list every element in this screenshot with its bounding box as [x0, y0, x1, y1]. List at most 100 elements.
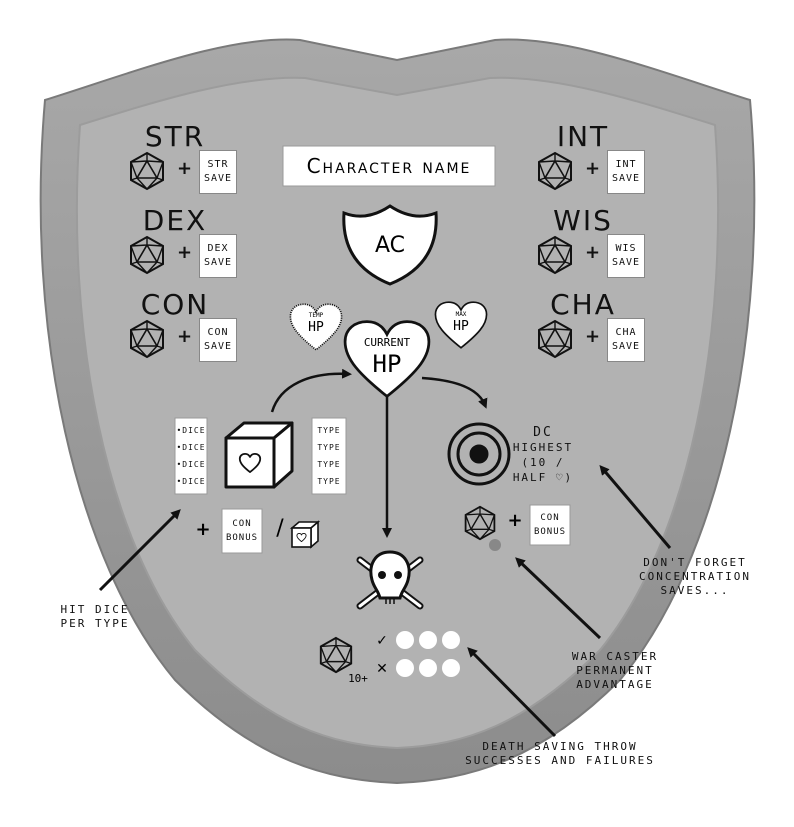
hit-dice-con-bonus: CON BONUS	[223, 510, 261, 552]
concentration-con-bonus: CON BONUS	[531, 506, 569, 544]
hit-dice-entry: •DICE	[176, 426, 206, 435]
stat-plus: +	[177, 326, 193, 347]
dc-line1: DC	[533, 425, 553, 440]
character-name: Character name	[307, 154, 472, 178]
concentration-plus: +	[507, 510, 522, 531]
d20-icon	[130, 236, 164, 274]
d20-icon	[538, 320, 572, 358]
save-label-line2: SAVE	[203, 341, 233, 352]
note-line: PER TYPE	[60, 617, 130, 630]
character-name-box[interactable]	[282, 145, 496, 187]
note-line: HIT DICE	[60, 603, 130, 616]
save-box[interactable]: DEX SAVE	[199, 234, 237, 278]
ac-label: AC	[375, 233, 405, 258]
save-box[interactable]: WIS SAVE	[607, 234, 645, 278]
stat-plus: +	[177, 242, 193, 263]
small-cube-icon	[289, 520, 321, 549]
hit-dice-types: TYPE TYPE TYPE TYPE	[313, 419, 345, 493]
save-box[interactable]: INT SAVE	[607, 150, 645, 194]
stat-plus: +	[585, 242, 601, 263]
hit-dice-con-bonus-line1: CON	[232, 519, 252, 529]
death-save-failures	[396, 659, 460, 677]
hit-dice-slash: /	[276, 516, 284, 541]
war-caster-note-arrow	[515, 557, 602, 640]
save-label-line1: CHA	[615, 327, 637, 338]
save-label-line1: WIS	[615, 243, 637, 254]
success-slot-2[interactable]	[419, 631, 437, 649]
note-line: DEATH SAVING THROW	[482, 740, 638, 753]
failure-slot-3[interactable]	[442, 659, 460, 677]
d20-icon	[130, 320, 164, 358]
arrow-to-dc	[421, 376, 488, 409]
hit-dice-entry: •DICE	[176, 443, 206, 452]
hit-dice-type-entry: TYPE	[317, 426, 341, 435]
dc-line4: HALF ♡)	[512, 471, 574, 484]
note-line: SUCCESSES AND FAILURES	[465, 754, 655, 767]
ac-shield-icon	[342, 204, 438, 286]
temp-hp-top: TEMP	[309, 312, 324, 319]
success-slot-3[interactable]	[442, 631, 460, 649]
dc-text: DC HIGHEST (10 / HALF ♡)	[508, 425, 578, 485]
hit-dice-list-box[interactable]	[174, 417, 208, 495]
death-note-arrow	[467, 647, 557, 738]
save-label-line2: SAVE	[611, 173, 641, 184]
hit-dice-entry: •DICE	[176, 460, 206, 469]
hit-dice-type-entry: TYPE	[317, 460, 341, 469]
save-label-line1: INT	[615, 159, 637, 170]
hit-dice-type-entry: TYPE	[317, 477, 341, 486]
hit-dice-type-box[interactable]	[311, 417, 347, 495]
hit-dice-con-bonus-line2: BONUS	[225, 533, 259, 543]
hit-dice-note-arrow	[98, 509, 181, 592]
max-hp-top: MAX	[456, 311, 467, 318]
failure-slot-2[interactable]	[419, 659, 437, 677]
save-label-line2: SAVE	[203, 257, 233, 268]
stat-label-2: CHA	[550, 288, 616, 321]
note-line: PERMANENT	[576, 664, 654, 677]
arrow-to-current-hp	[270, 368, 352, 413]
hit-dice-con-bonus-box[interactable]	[221, 508, 263, 554]
dc-target-icon	[447, 422, 511, 486]
failure-slot-1[interactable]	[396, 659, 414, 677]
concentration-con-bonus-line1: CON	[540, 513, 560, 523]
stat-plus: +	[585, 326, 601, 347]
death-save-d20-label: 10+	[348, 672, 368, 685]
current-hp-bottom: HP	[373, 350, 402, 378]
dc-line3: (10 /	[521, 456, 565, 469]
d20-icon	[130, 152, 164, 190]
note-line: ADVANTAGE	[576, 678, 654, 691]
note-line: SAVES...	[660, 584, 730, 597]
concentration-con-bonus-box[interactable]	[529, 504, 571, 546]
temp-hp-bottom: HP	[308, 320, 324, 335]
hit-dice-list: •DICE•DICE•DICE•DICE	[176, 419, 206, 493]
stat-plus: +	[585, 158, 601, 179]
save-label-line1: DEX	[207, 243, 229, 254]
stat-plus: +	[177, 158, 193, 179]
save-label-line2: SAVE	[611, 257, 641, 268]
advantage-badge-icon	[489, 539, 501, 551]
hit-dice-type-entry: TYPE	[317, 443, 341, 452]
note-line: WAR CASTER	[571, 650, 659, 663]
stat-label-1: WIS	[553, 204, 613, 237]
success-slot-1[interactable]	[396, 631, 414, 649]
concentration-note-arrow	[599, 464, 672, 549]
d20-icon	[538, 152, 572, 190]
save-box[interactable]: STR SAVE	[199, 150, 237, 194]
note-line: DON'T FORGET	[643, 556, 747, 569]
stat-label-0: INT	[556, 120, 610, 153]
stat-label-0: STR	[144, 120, 206, 153]
stat-label-2: CON	[140, 288, 210, 321]
concentration-con-bonus-line2: BONUS	[533, 527, 567, 537]
success-check-icon: ✓	[376, 633, 388, 649]
skull-crossbones-icon	[356, 550, 424, 610]
stat-label-1: DEX	[142, 204, 208, 237]
max-hp-bottom: HP	[453, 319, 469, 334]
save-label-line2: SAVE	[203, 173, 233, 184]
save-label-line1: STR	[207, 159, 229, 170]
